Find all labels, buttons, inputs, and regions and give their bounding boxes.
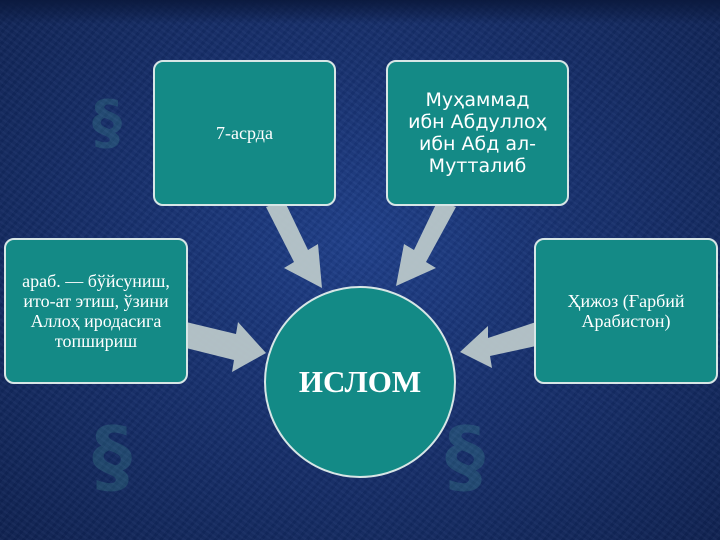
arrow-left	[186, 322, 266, 372]
arrow-right	[460, 322, 536, 368]
node-top-left: 7-асрда	[153, 60, 336, 206]
node-top-right-text: Муҳаммад ибн Абдуллоҳ ибн Абд ал-Муттали…	[408, 89, 547, 177]
center-node-text: ИСЛОМ	[298, 364, 422, 399]
arrow-top-right	[396, 200, 456, 286]
node-right-text: Ҳижоз (Ғарбий Арабистон)	[567, 291, 685, 331]
watermark-logo-bottom-right: §	[445, 410, 485, 503]
top-shade	[0, 0, 720, 24]
node-right: Ҳижоз (Ғарбий Арабистон)	[534, 238, 718, 384]
watermark-logo-top-left: §	[92, 88, 122, 158]
node-left: араб. — бўйсуниш, ито-ат этиш, ўзини Алл…	[4, 238, 188, 384]
arrow-top-left	[266, 200, 322, 288]
node-top-left-text: 7-асрда	[216, 123, 273, 143]
node-left-text: араб. — бўйсуниш, ито-ат этиш, ўзини Алл…	[22, 271, 170, 351]
node-top-right: Муҳаммад ибн Абдуллоҳ ибн Абд ал-Муттали…	[386, 60, 569, 206]
center-node: ИСЛОМ	[264, 286, 456, 478]
watermark-logo-bottom-left: §	[92, 410, 132, 503]
